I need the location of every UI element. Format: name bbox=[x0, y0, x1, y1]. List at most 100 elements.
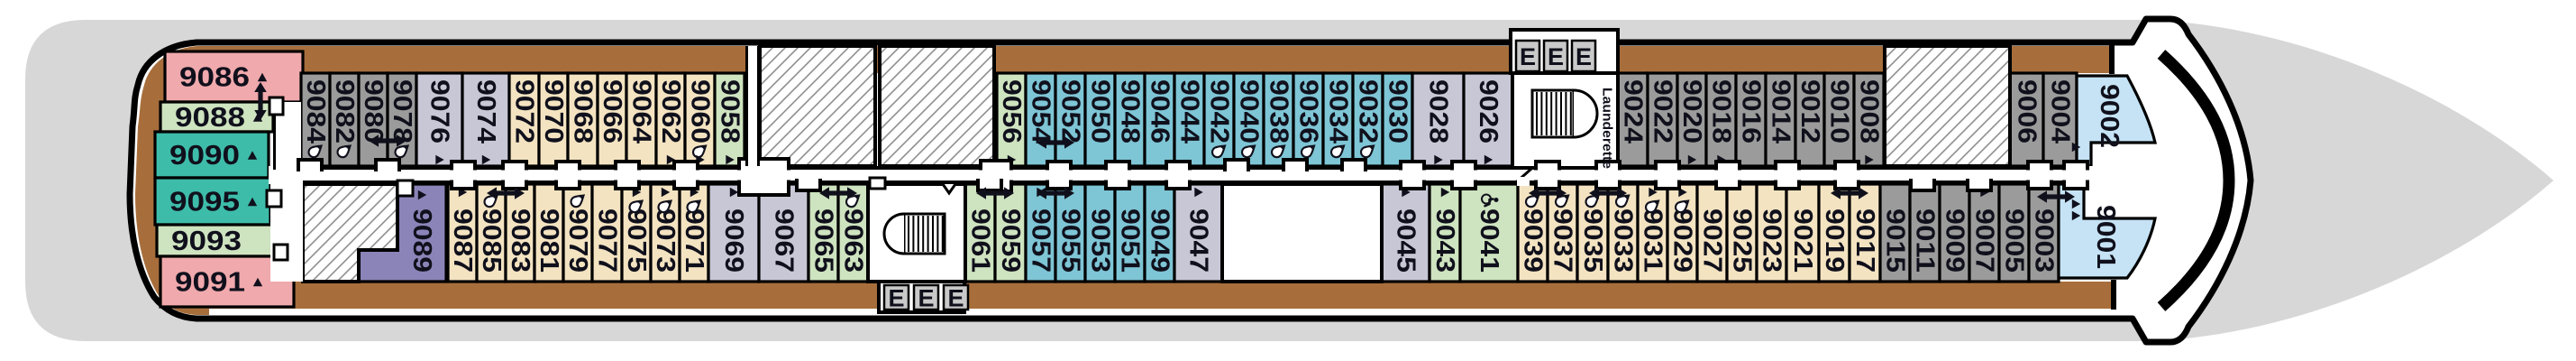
cabin-number: 9093 bbox=[171, 225, 242, 256]
cabin-9078: 9078 bbox=[386, 71, 418, 168]
bath-drop-icon bbox=[1360, 144, 1375, 159]
cabin-9049: 9049 bbox=[1143, 182, 1176, 283]
sofa-bed-triangle-icon bbox=[726, 154, 735, 165]
cabin-number: 9079 bbox=[563, 208, 592, 273]
hatched-top-3 bbox=[1883, 44, 2012, 168]
cabin-9082: 9082 bbox=[328, 71, 361, 168]
cabin-9021: 9021 bbox=[1785, 182, 1821, 283]
cabin-9015: 9015 bbox=[1878, 182, 1912, 283]
elevator-cell bbox=[942, 283, 970, 311]
cabin-number: 9040 bbox=[1235, 79, 1264, 143]
cabin-9086: 9086 bbox=[163, 50, 305, 104]
cabin-number: 9069 bbox=[719, 208, 748, 273]
cabin-9058: 9058 bbox=[713, 71, 746, 168]
wheelchair-accessible-icon bbox=[1481, 193, 1499, 208]
cabin-number: 9010 bbox=[1825, 79, 1854, 143]
cabin-9084: 9084 bbox=[299, 71, 332, 168]
cabin-number: 9084 bbox=[301, 79, 330, 143]
cabin-door bbox=[265, 189, 283, 208]
cabin-9068: 9068 bbox=[566, 71, 599, 168]
sofa-bed-triangle-icon bbox=[247, 151, 258, 160]
cabin-number: 9055 bbox=[1056, 208, 1085, 273]
cabin-9062: 9062 bbox=[654, 71, 687, 168]
bath-drop-icon bbox=[1211, 144, 1227, 159]
cabin-number: 9090 bbox=[169, 139, 240, 171]
cabin-9057: 9057 bbox=[1024, 182, 1057, 283]
cabin-9043: 9043 bbox=[1428, 182, 1462, 283]
cabin-9023: 9023 bbox=[1755, 182, 1788, 283]
cabin-number: 9070 bbox=[539, 79, 568, 143]
cabin-9039: 9039 bbox=[1516, 182, 1549, 283]
cabin-9010: 9010 bbox=[1822, 71, 1856, 168]
cabin-number: 9083 bbox=[506, 208, 534, 273]
cabin-number: 9052 bbox=[1056, 79, 1085, 143]
cabin-number: 9050 bbox=[1086, 79, 1115, 143]
cabin-9077: 9077 bbox=[590, 182, 624, 283]
cabin-number: 9067 bbox=[770, 208, 799, 273]
cabin-door bbox=[868, 176, 887, 190]
cabin-number: 9076 bbox=[425, 79, 454, 143]
bath-drop-icon bbox=[845, 194, 861, 208]
cabin-number: 9073 bbox=[651, 208, 680, 273]
cabin-9037: 9037 bbox=[1546, 182, 1579, 283]
cabin-number: 9004 bbox=[2046, 79, 2075, 143]
sofa-bed-triangle-icon bbox=[1649, 187, 1658, 198]
interconnecting-doors-arrow-icon bbox=[819, 187, 857, 199]
cabin-9050: 9050 bbox=[1083, 71, 1117, 168]
cabin-9071: 9071 bbox=[678, 182, 710, 283]
elevator-cell bbox=[1542, 39, 1569, 73]
bath-drop-icon bbox=[1675, 199, 1690, 214]
cabin-9054: 9054 bbox=[1024, 71, 1057, 168]
cabin-9051: 9051 bbox=[1113, 182, 1146, 283]
cabin-number: 9068 bbox=[569, 79, 598, 143]
cabin-number: 9030 bbox=[1384, 79, 1412, 143]
cabin-9036: 9036 bbox=[1292, 71, 1325, 168]
cabin-number: 9023 bbox=[1758, 208, 1786, 273]
cabin-9025: 9025 bbox=[1725, 182, 1758, 283]
cabin-number: 9080 bbox=[359, 79, 388, 143]
bath-drop-icon bbox=[1645, 199, 1660, 214]
elevator-cell bbox=[882, 283, 910, 311]
cabin-9012: 9012 bbox=[1794, 71, 1826, 168]
sofa-bed-triangle-icon bbox=[2071, 210, 2081, 221]
elevator-label: E bbox=[888, 285, 904, 312]
cabin-9059: 9059 bbox=[993, 182, 1028, 283]
sofa-bed-triangle-icon bbox=[417, 190, 427, 200]
cabin-number: 9029 bbox=[1668, 208, 1697, 273]
cabin-9079: 9079 bbox=[562, 182, 594, 283]
cabin-9018: 9018 bbox=[1704, 71, 1738, 168]
cabin-number: 9034 bbox=[1324, 79, 1353, 143]
cabin-9033: 9033 bbox=[1606, 182, 1640, 283]
cabin-number: 9003 bbox=[2030, 208, 2059, 273]
cabin-number: 9058 bbox=[716, 79, 744, 143]
cabin-9024: 9024 bbox=[1616, 71, 1649, 168]
cabin-number: 9042 bbox=[1205, 79, 1234, 143]
cabin-number: 9091 bbox=[175, 266, 245, 298]
cabin-number: 9075 bbox=[622, 208, 651, 273]
cabin-number: 9065 bbox=[809, 208, 838, 273]
cabin-number: 9006 bbox=[2013, 79, 2042, 143]
interconnecting-doors-arrow-icon bbox=[1037, 187, 1074, 199]
interconnecting-doors-arrow-icon bbox=[1831, 187, 1868, 199]
cabin-9064: 9064 bbox=[625, 71, 658, 168]
cabin-9040: 9040 bbox=[1232, 71, 1265, 168]
sofa-bed-triangle-icon bbox=[257, 72, 268, 82]
cabin-9088: 9088 bbox=[159, 100, 275, 134]
cabin-number: 9089 bbox=[407, 208, 436, 273]
cabin-9020: 9020 bbox=[1676, 71, 1708, 168]
cabin-number: 9005 bbox=[2000, 208, 2029, 273]
stairs-mid-icon bbox=[882, 212, 946, 255]
bow-bulkhead-arc bbox=[2157, 50, 2235, 311]
bath-drop-icon bbox=[657, 199, 673, 214]
cabin-9031: 9031 bbox=[1636, 182, 1669, 283]
cabin-9028: 9028 bbox=[1411, 71, 1466, 168]
interconnecting-doors-arrow-icon bbox=[254, 82, 267, 120]
sofa-bed-triangle-icon bbox=[2071, 142, 2081, 153]
cabin-9070: 9070 bbox=[537, 71, 570, 168]
cabin-9032: 9032 bbox=[1351, 71, 1384, 168]
bow-triangles bbox=[2071, 142, 2081, 221]
